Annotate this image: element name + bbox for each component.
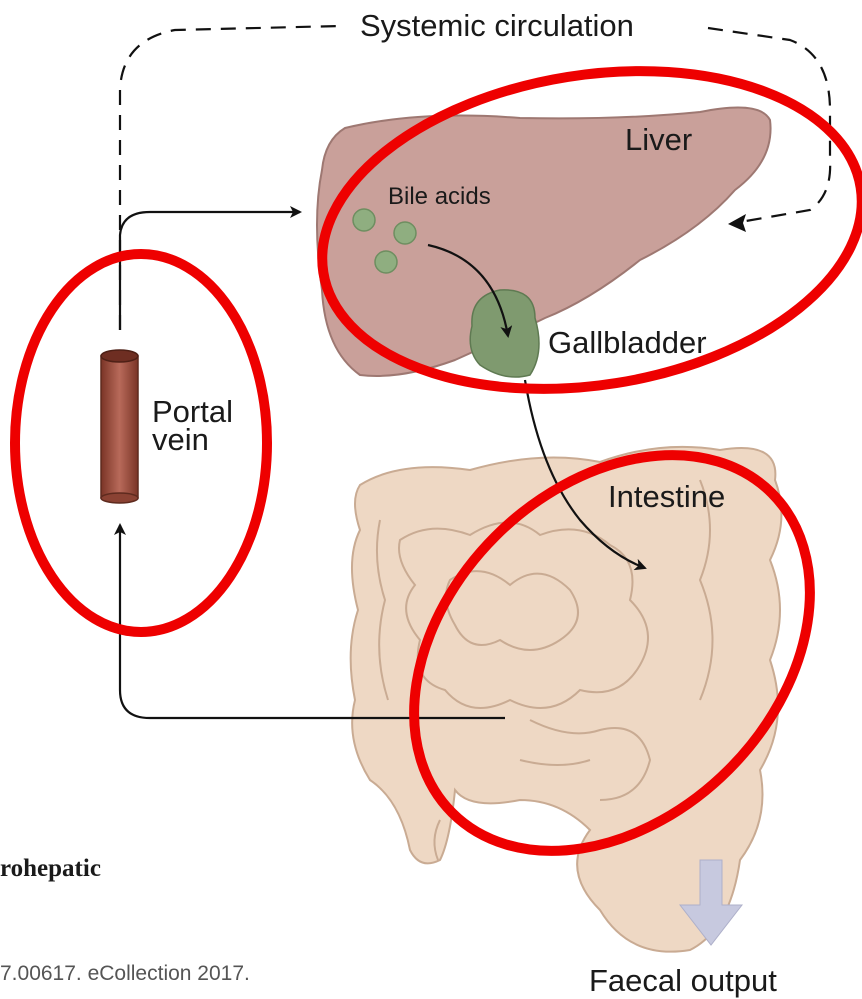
systemic-arrowhead xyxy=(728,214,746,232)
caption-title-fragment: rohepatic xyxy=(0,855,101,883)
label-gallbladder: Gallbladder xyxy=(548,325,707,360)
highlight-ellipse-portal-vein xyxy=(15,254,267,632)
label-portal-vein-line2: vein xyxy=(152,422,209,457)
caption-reference-fragment: 7.00617. eCollection 2017. xyxy=(0,962,250,986)
gallbladder-illustration xyxy=(470,290,539,377)
label-systemic-circulation: Systemic circulation xyxy=(360,8,634,43)
label-liver: Liver xyxy=(625,122,692,157)
portal-vein-illustration xyxy=(101,350,138,503)
label-bile-acids: Bile acids xyxy=(388,183,491,210)
portal-to-liver-arrow xyxy=(120,212,300,330)
label-faecal-output: Faecal output xyxy=(589,963,777,998)
bile-acid-dot xyxy=(375,251,397,273)
bile-acid-dot xyxy=(394,222,416,244)
bile-acid-dot xyxy=(353,209,375,231)
label-intestine: Intestine xyxy=(608,479,725,514)
